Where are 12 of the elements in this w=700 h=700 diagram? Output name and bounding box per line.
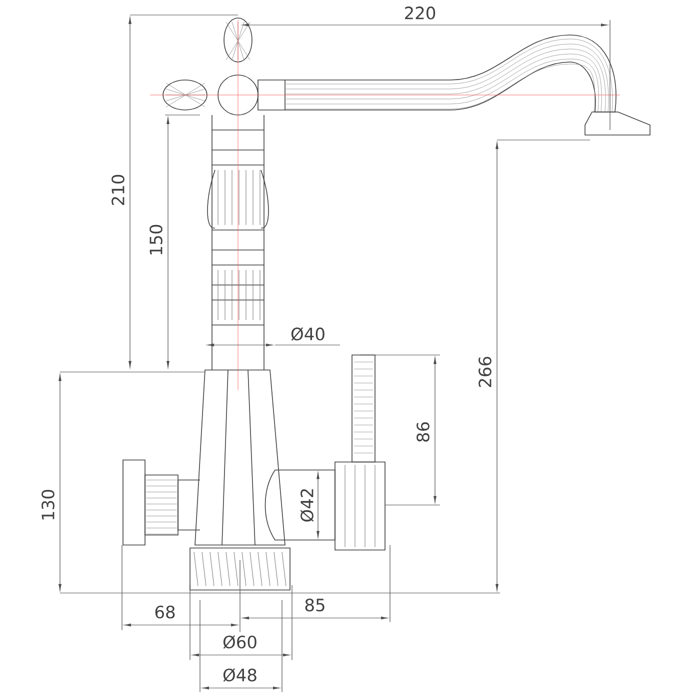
dimension-label: Ø48 <box>223 668 256 682</box>
dimension-label: Ø60 <box>223 635 256 649</box>
dimension-label: Ø42 <box>300 489 314 522</box>
dimension-label: 220 <box>405 6 436 20</box>
dimension-label: 86 <box>416 422 430 442</box>
dimension-label: 85 <box>305 598 324 612</box>
dimension-label: 150 <box>150 224 162 254</box>
dimension-label: Ø40 <box>291 327 324 341</box>
dimension-label: 68 <box>155 606 175 618</box>
dimension-label: 130 <box>42 490 54 520</box>
dimension-label: 210 <box>112 174 124 205</box>
dimension-label: 266 <box>478 356 492 387</box>
